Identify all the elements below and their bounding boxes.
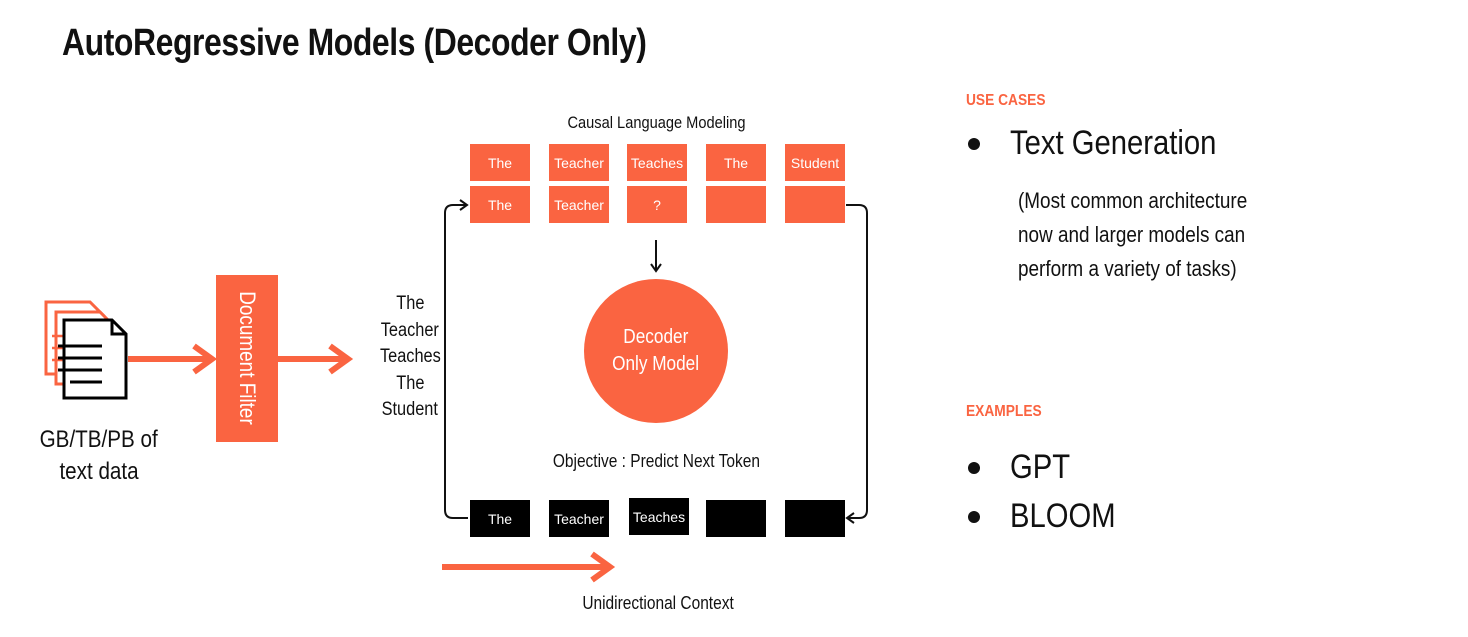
decoder-model: Decoder Only Model (584, 279, 728, 423)
bullet-icon (968, 461, 980, 474)
unidirectional-arrow (442, 551, 616, 583)
prediction-token: The (470, 186, 530, 223)
target-token: The (706, 144, 766, 181)
context-token: The (470, 500, 530, 537)
arrow-to-filter (128, 343, 218, 375)
context-label: Unidirectional Context (582, 593, 734, 613)
page-title: AutoRegressive Models (Decoder Only) (62, 22, 647, 64)
prediction-token (706, 186, 766, 223)
document-filter: Document Filter (216, 275, 278, 442)
example-item: GPT (968, 448, 1080, 487)
input-word: Student (381, 399, 439, 420)
use-case-item: Text Generation (968, 124, 1250, 163)
right-loop-line (846, 204, 868, 519)
source-caption: GB/TB/PB of text data (39, 426, 159, 485)
use-case-note: (Most common architecture now and larger… (1018, 188, 1248, 281)
input-sentence: The Teacher Teaches The Student (372, 291, 448, 424)
examples-heading: EXAMPLES (966, 403, 1042, 420)
causal-lm-label: Causal Language Modeling (566, 113, 746, 132)
decoder-label-1: Decoder (623, 326, 689, 348)
context-token (785, 500, 845, 537)
documents-icon (44, 300, 128, 400)
prediction-token: Teacher (549, 186, 609, 223)
input-word: Teacher (380, 319, 440, 341)
input-word: The (395, 293, 425, 314)
bullet-icon (968, 137, 980, 150)
target-token: Teacher (549, 144, 609, 181)
decoder-label-2: Only Model (612, 353, 700, 375)
input-word: The (395, 372, 425, 394)
objective-label: Objective : Predict Next Token (552, 451, 760, 471)
target-token: Teaches (627, 144, 687, 181)
target-token: Student (785, 144, 845, 181)
context-token: Teaches (629, 498, 689, 535)
context-token: Teacher (549, 500, 609, 537)
left-loop-line (444, 204, 468, 519)
target-token: The (470, 144, 530, 181)
context-token (706, 500, 766, 537)
input-word: Teaches (379, 346, 441, 367)
bullet-icon (968, 510, 980, 523)
example-item: BLOOM (968, 497, 1133, 536)
arrow-from-filter (278, 343, 354, 375)
use-cases-heading: USE CASES (966, 92, 1046, 109)
prediction-token: ? (627, 186, 687, 223)
prediction-token (785, 186, 845, 223)
